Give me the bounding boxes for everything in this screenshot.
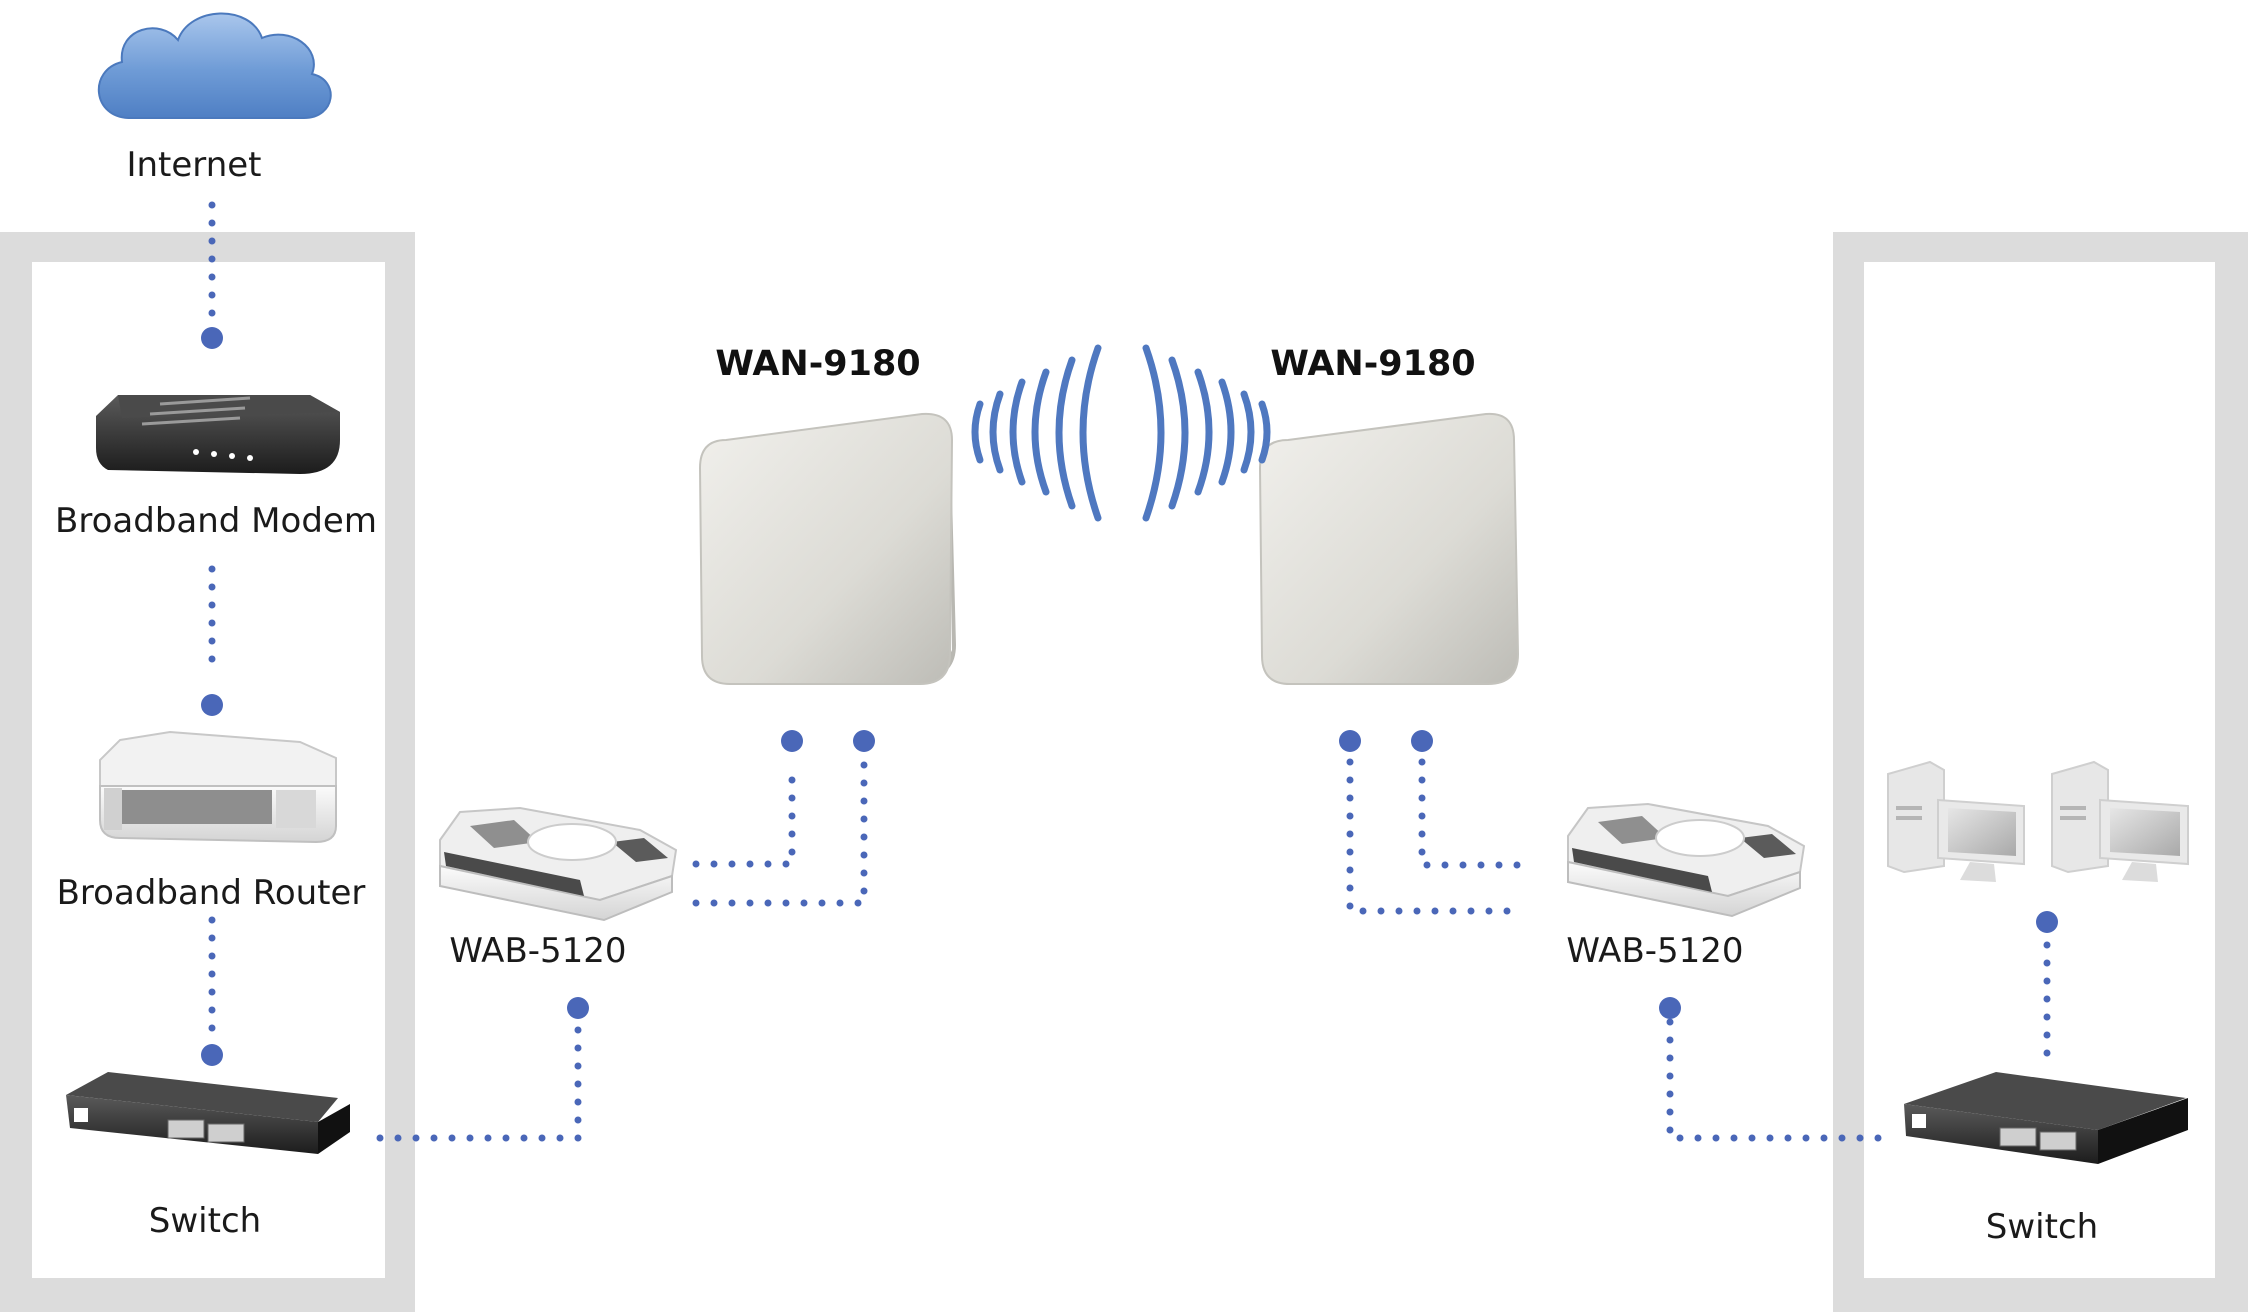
link-bridge-left-antenna-a bbox=[692, 758, 796, 868]
wireless-bridge-icon bbox=[439, 806, 678, 922]
wireless-bridge-icon bbox=[1567, 802, 1806, 918]
links bbox=[208, 201, 2051, 1142]
network-switch-icon bbox=[66, 1072, 350, 1154]
link-antenna-right-bridge-b bbox=[1418, 758, 1536, 869]
panel-antenna-icon bbox=[698, 412, 956, 685]
cloud-icon bbox=[98, 12, 332, 119]
antenna-left-label: WAN-9180 bbox=[715, 344, 920, 384]
internet-label: Internet bbox=[126, 145, 261, 185]
bridge-right-label: WAB-5120 bbox=[1566, 931, 1743, 971]
link-switch-bridge-left bbox=[376, 1018, 582, 1142]
link-endpoints bbox=[201, 327, 2058, 1066]
link-bridge-left-antenna-b bbox=[692, 758, 868, 907]
link-antenna-right-bridge-a bbox=[1346, 758, 1512, 915]
switch-left-label: Switch bbox=[149, 1201, 261, 1241]
bridge-left-label: WAB-5120 bbox=[449, 931, 626, 971]
network-switch-icon bbox=[1904, 1072, 2188, 1164]
modem-icon bbox=[96, 395, 340, 474]
wireless-signal-icon bbox=[971, 344, 1271, 522]
switch-right-label: Switch bbox=[1986, 1207, 2098, 1247]
router-icon bbox=[99, 730, 337, 844]
antenna-right-label: WAN-9180 bbox=[1270, 344, 1475, 384]
modem-label: Broadband Modem bbox=[55, 501, 377, 541]
router-label: Broadband Router bbox=[57, 873, 366, 913]
desktop-computer-icon bbox=[1887, 760, 2025, 882]
panel-antenna-icon bbox=[1258, 412, 1520, 685]
desktop-computer-icon bbox=[2051, 760, 2189, 882]
link-bridge-right-switch bbox=[1666, 1018, 1892, 1142]
